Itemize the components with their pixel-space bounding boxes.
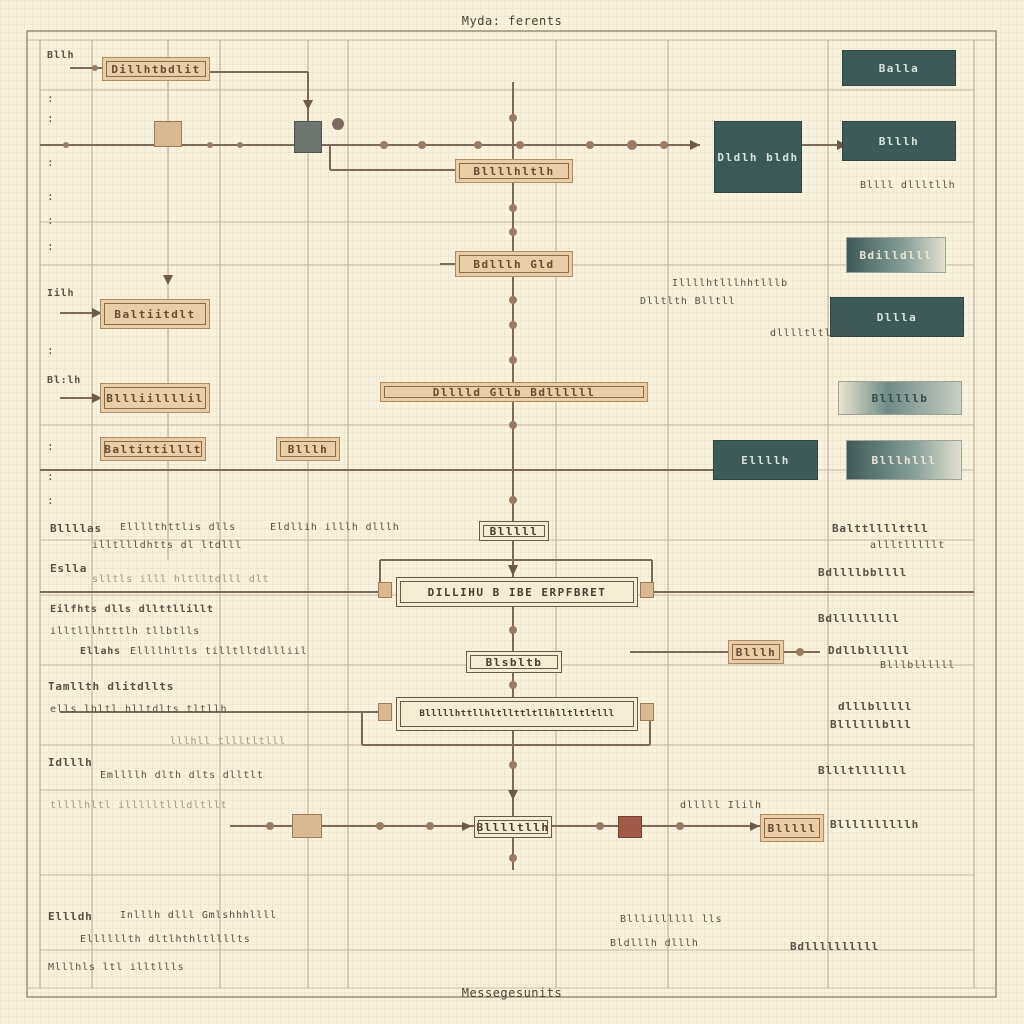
spine-main-box[interactable]: DILLIHU B IBE ERPFBRET (396, 577, 638, 607)
block-line: Inlllh dlll Gmlshhhllll (120, 910, 277, 921)
block-line: Ellllllth dltlhthltllllts (80, 934, 251, 945)
value-row: Balttllllttll (832, 522, 929, 535)
block-line: ells lhltl hlltdlts tltllh (50, 704, 228, 715)
value-row: dlllblllll (838, 700, 913, 713)
margin-mark: : (47, 214, 54, 227)
node-square[interactable] (292, 814, 322, 838)
caption-text: Bldlllh dlllh (610, 938, 699, 949)
block-label: Eslla (50, 562, 88, 575)
margin-mark: : (47, 190, 54, 203)
caption-text: Illllhtlllhhtlllb (672, 278, 788, 289)
teal-output-box[interactable]: Balla (842, 50, 956, 86)
port-square (640, 703, 654, 721)
block-label: Idlllh (48, 756, 93, 769)
spine-box[interactable]: Bdlllh Gld (455, 251, 573, 277)
margin-mark: : (47, 440, 54, 453)
value-row: allltlllllt (870, 540, 946, 551)
teal-output-box[interactable]: Dllla (830, 297, 964, 337)
block-line: tllllhltl illllltllldltllt (50, 800, 228, 811)
block-line: slltls illl hltlltdlll dlt (92, 574, 270, 585)
value-row: Bdllllbbllll (818, 566, 908, 579)
block-line: Ellllhltls tilltlltdllliil (130, 646, 308, 657)
process-box[interactable]: Baltittilllt (100, 437, 206, 461)
value-row: Bdllllllllll (790, 940, 880, 953)
spine-box[interactable]: Blsbltb (466, 651, 562, 673)
margin-mark: : (47, 92, 54, 105)
process-box[interactable]: Baltiitdlt (100, 299, 210, 329)
node-square[interactable] (154, 121, 182, 147)
teal-output-box[interactable]: Blllllb (838, 381, 962, 415)
margin-mark: : (47, 344, 54, 357)
block-line: Emllllh dlth dlts dlltlt (100, 770, 264, 781)
left-row-label: Iilh (47, 288, 75, 299)
block-line: illtllldhtts dl ltdlll (92, 540, 243, 551)
teal-output-box[interactable]: Blllh (842, 121, 956, 161)
spine-small-box[interactable]: Blllll (479, 521, 549, 541)
value-row: Ddllbllllll (828, 644, 910, 657)
teal-output-box[interactable]: Ellllh (713, 440, 818, 480)
margin-mark: : (47, 156, 54, 169)
caption-text: Dlltlth Blltll (640, 296, 736, 307)
spine-wide-box[interactable]: Dlllld Gllb Bdllllll (380, 382, 648, 402)
small-process-box[interactable]: Blllh (728, 640, 784, 664)
block-line: Ellllthttlis dlls (120, 522, 236, 533)
process-box[interactable]: Bllliillllil (100, 383, 210, 413)
caption-text: dlllll Ililh (680, 800, 762, 811)
left-row-label: Bl:lh (47, 375, 82, 386)
block-label: Ellldh (48, 910, 93, 923)
caption-text: Eldllih illlh dlllh (270, 522, 400, 533)
spine-box[interactable]: Blllltllh (474, 816, 552, 838)
port-square (640, 582, 654, 598)
port-square (378, 703, 392, 721)
block-line: illtlllhtttlh tllbtlls (50, 626, 201, 637)
value-row: Bllltlllllll (818, 764, 908, 777)
margin-mark: : (47, 494, 54, 507)
teal-output-box[interactable]: Bdilldlll (846, 237, 946, 273)
process-box[interactable]: Dillhtbdlit (102, 57, 210, 81)
spine-box[interactable]: Bllllhltlh (455, 159, 573, 183)
margin-mark: : (47, 470, 54, 483)
margin-mark: : (47, 112, 54, 125)
value-row: Bllllllblll (830, 718, 912, 731)
process-box-small[interactable]: Blllh (276, 437, 340, 461)
node-square-red[interactable] (618, 816, 642, 838)
spine-detail-box[interactable]: Blllllhttllhltllttltllhlltltltlll (396, 697, 638, 731)
value-row: Bdlllllllll (818, 612, 900, 625)
diagram-footer: Messegesunits (461, 986, 563, 1000)
block-line: lllhll tllltltlll (170, 736, 286, 747)
margin-mark: : (47, 240, 54, 253)
block-label: Tamllth dlitdllts (48, 680, 175, 693)
value-row: Blllbllllll (880, 660, 956, 671)
block-label: Bllllas (50, 522, 102, 535)
diagram-title: Myda: ferents (461, 14, 563, 28)
caption-text: Bllll dllltllh (860, 180, 956, 191)
node-square-dark[interactable] (294, 121, 322, 153)
caption-text: Blllillllll lls (620, 914, 723, 925)
teal-output-box[interactable]: Dldlh bldh (714, 121, 802, 193)
value-row: Bllllllllllh (830, 818, 920, 831)
teal-output-box[interactable]: Blllhlll (846, 440, 962, 480)
left-row-label: Bllh (47, 50, 75, 61)
port-square (378, 582, 392, 598)
small-process-box[interactable]: Blllll (760, 814, 824, 842)
caption-text: dlllltltlldh (770, 328, 852, 339)
block-line: Eilfhts dlls dllttllillt (50, 604, 214, 615)
block-line: Mlllhls ltl illtllls (48, 962, 185, 973)
block-label: Ellahs (80, 646, 121, 657)
